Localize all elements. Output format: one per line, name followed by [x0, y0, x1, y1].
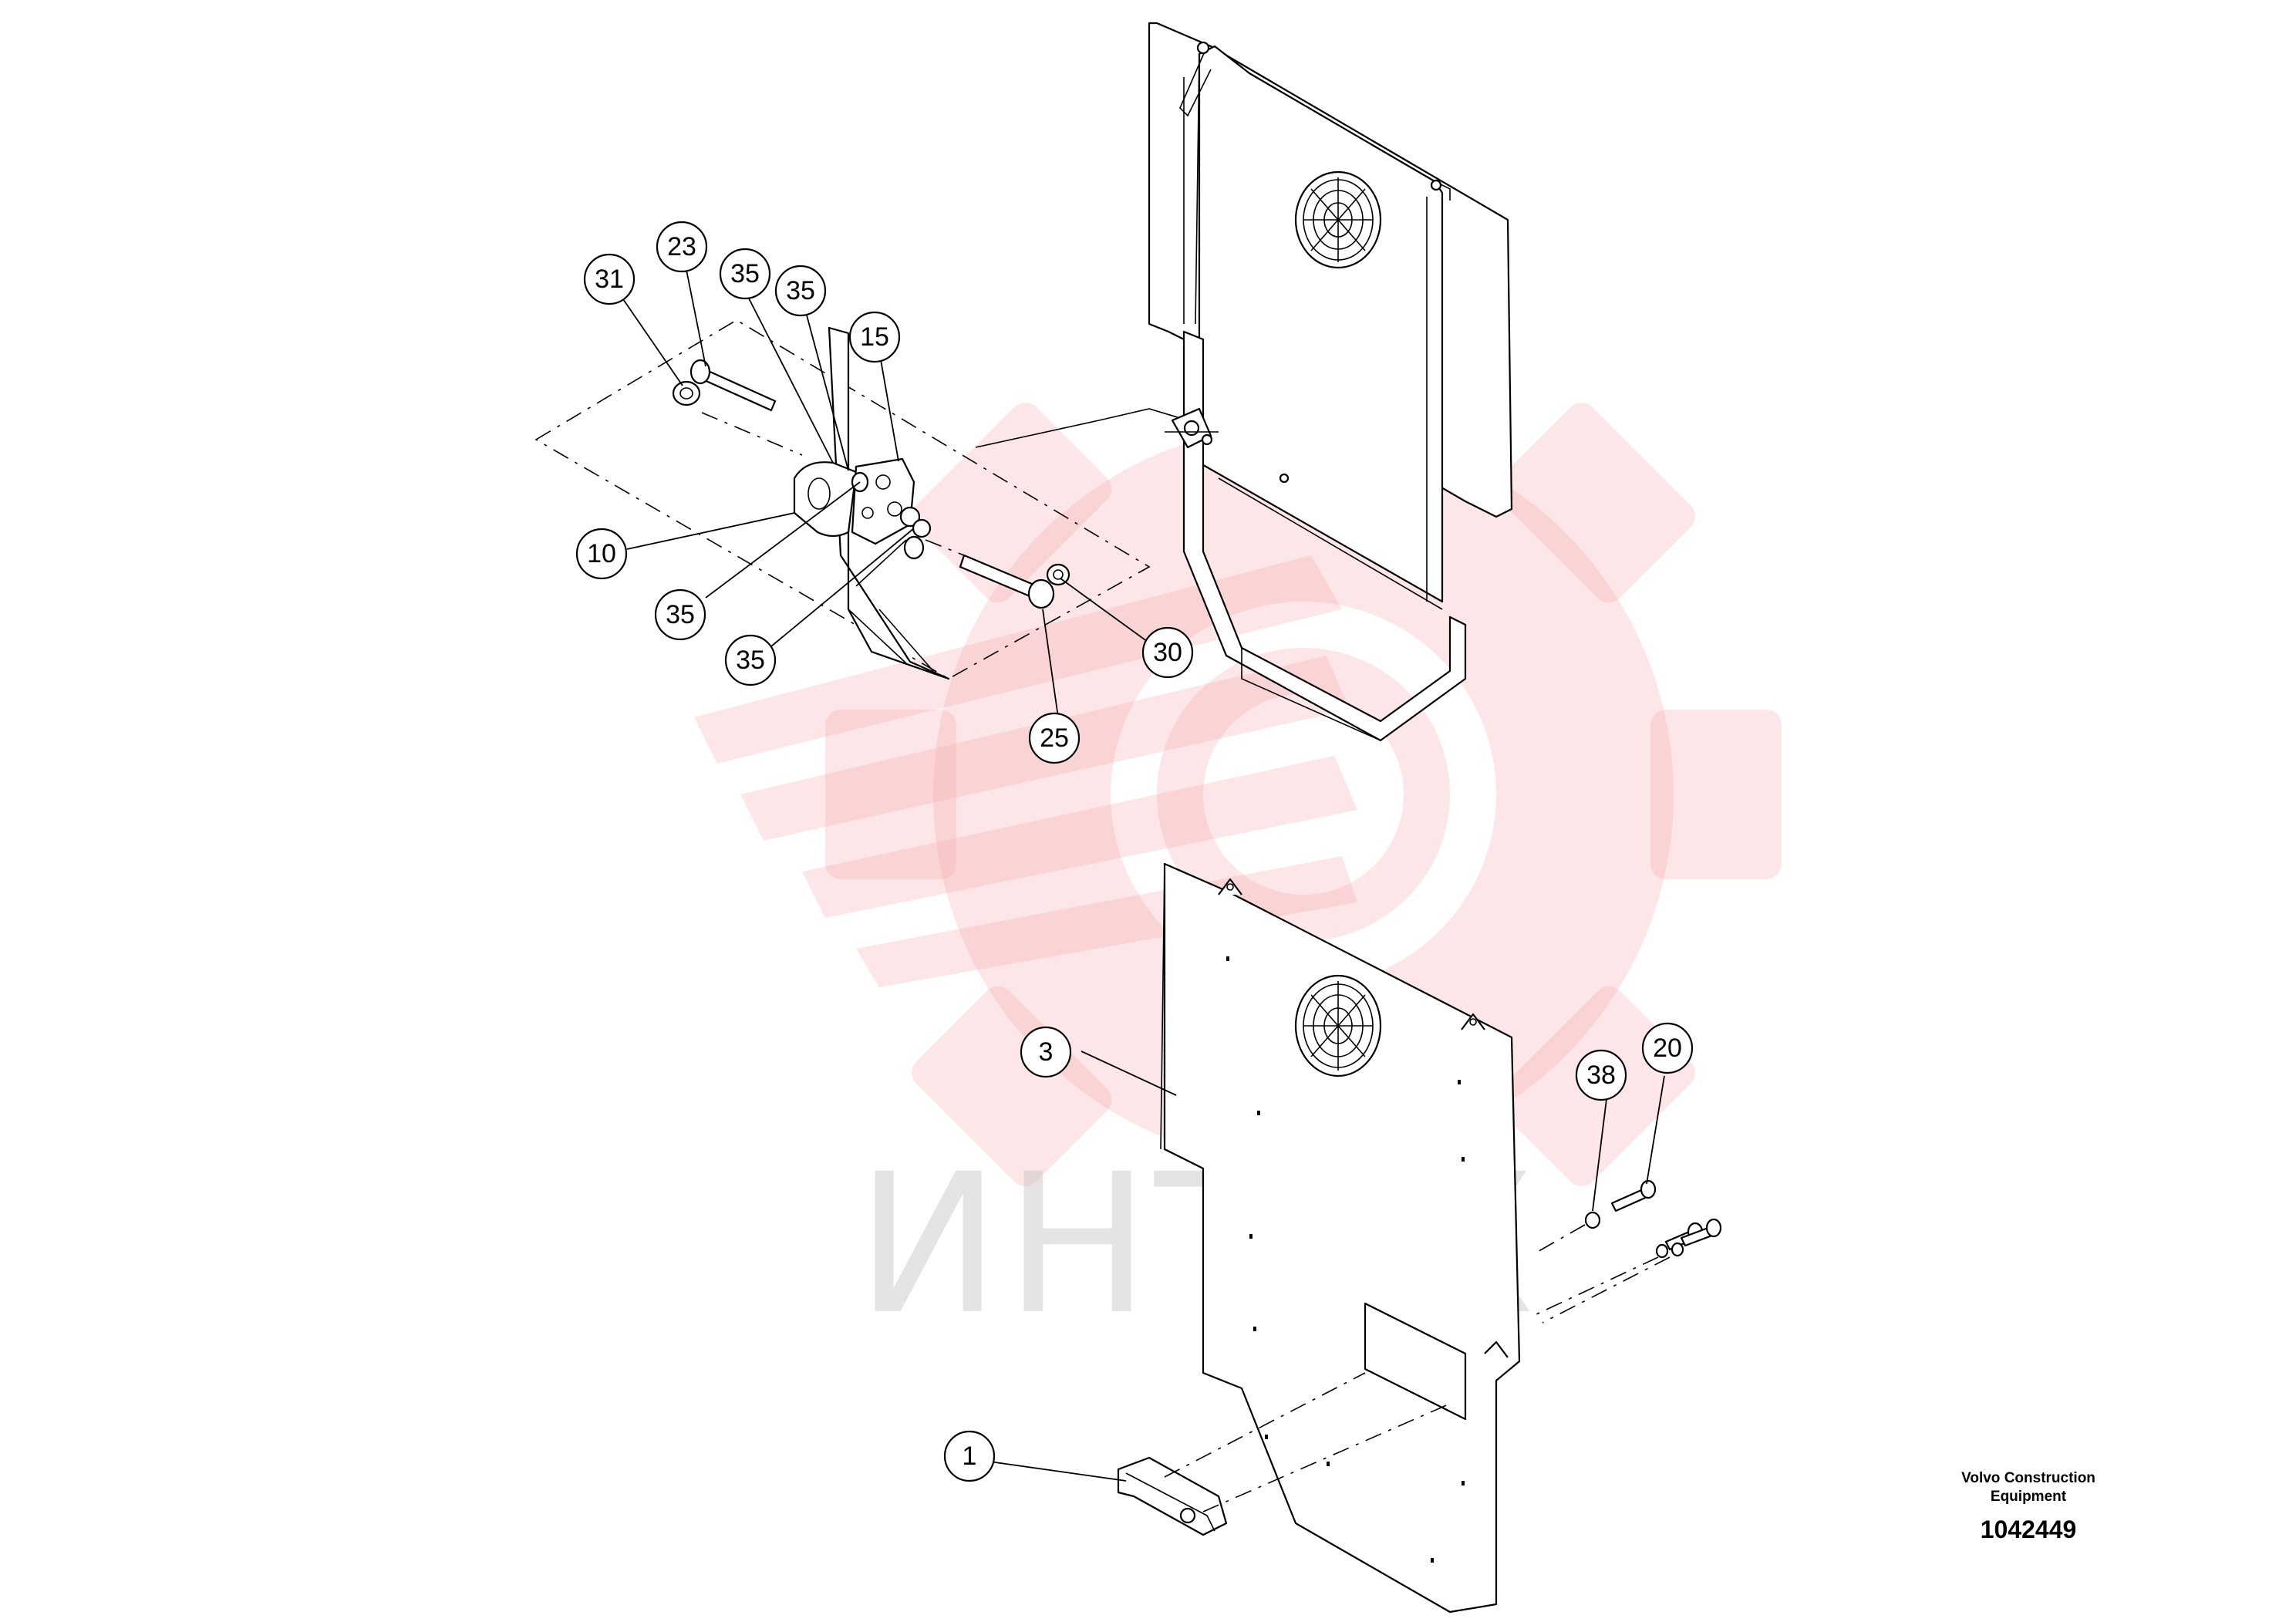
- callout-25: 25: [1028, 712, 1081, 764]
- brand-line-2: Equipment: [1990, 1489, 2067, 1505]
- door-assembly-upper: [1148, 22, 1513, 742]
- svg-text:3: 3: [1039, 1037, 1054, 1067]
- bolt-25: [959, 554, 1055, 609]
- top-mount-hook: [1179, 46, 1212, 117]
- svg-text:1: 1: [963, 1442, 977, 1471]
- washer-35: [912, 518, 932, 538]
- watermark-swoosh-icon: [694, 555, 1357, 987]
- svg-text:38: 38: [1586, 1061, 1616, 1090]
- hinge-bracket-10: [793, 461, 858, 538]
- panel-3-cutout: [1364, 1302, 1467, 1421]
- bolt-23: [689, 359, 777, 412]
- callout-10: 10: [575, 528, 628, 580]
- svg-text:31: 31: [595, 265, 624, 294]
- callout-30: 30: [1141, 626, 1194, 679]
- nut-31: [672, 380, 701, 406]
- callout-38: 38: [1575, 1049, 1627, 1101]
- callout-35: 35: [724, 634, 777, 686]
- svg-text:20: 20: [1653, 1034, 1682, 1063]
- brand-line-1: Volvo Construction: [1961, 1470, 2095, 1486]
- screw-20-group: [1610, 1179, 1722, 1259]
- washer-35: [899, 506, 921, 528]
- svg-text:35: 35: [730, 259, 760, 288]
- hinge-detail-view: [534, 319, 1259, 680]
- washer-35: [903, 535, 925, 560]
- drawing-number: 1042449: [1980, 1516, 2077, 1543]
- panel-3: [1163, 862, 1521, 1614]
- svg-text:35: 35: [666, 600, 695, 629]
- callout-23: 23: [656, 221, 708, 273]
- svg-text:15: 15: [860, 322, 889, 352]
- svg-text:30: 30: [1153, 638, 1182, 667]
- upper-lower-frame: [1182, 330, 1467, 742]
- callout-20: 20: [1641, 1022, 1694, 1074]
- nut-30: [1046, 563, 1070, 586]
- hinge-plate-15: [851, 457, 915, 545]
- svg-text:35: 35: [736, 646, 765, 675]
- panel-3-holes: [1226, 956, 1465, 1563]
- leader-lines: [622, 269, 1665, 1482]
- vent-grille-lower-icon: [1294, 974, 1382, 1077]
- callout-31: 31: [583, 253, 636, 305]
- callout-35: 35: [654, 588, 706, 641]
- svg-text:10: 10: [587, 539, 616, 568]
- svg-text:23: 23: [667, 232, 696, 261]
- callout-1: 1: [943, 1430, 996, 1482]
- svg-text:25: 25: [1040, 723, 1069, 753]
- callout-35: 35: [719, 248, 771, 300]
- handle-1: [1117, 1456, 1228, 1536]
- vent-grille-upper-icon: [1294, 170, 1382, 269]
- detail-connector-line: [975, 420, 1100, 448]
- handle-fastening-line: [1164, 1372, 1366, 1478]
- detail-panel-edge: [828, 326, 950, 680]
- panel-hinge-upper: [1165, 407, 1219, 449]
- washer-38: [1584, 1211, 1601, 1229]
- callout-3: 3: [1020, 1026, 1072, 1078]
- detail-boundary: [534, 319, 1151, 679]
- callout-15: 15: [848, 311, 901, 363]
- brand-block: Volvo Construction Equipment 1042449: [1905, 1469, 2152, 1544]
- svg-text:35: 35: [786, 276, 815, 305]
- callout-35: 35: [774, 265, 827, 317]
- panel-3-assembly: [1160, 862, 1521, 1614]
